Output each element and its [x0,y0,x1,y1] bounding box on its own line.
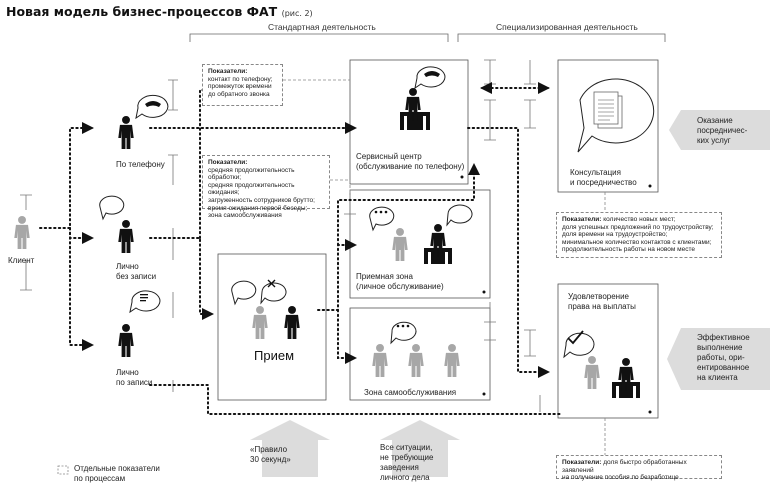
effective-arrow [667,328,770,390]
rule-30-arrow [250,420,330,477]
intake-label: Прием [254,348,295,363]
bracket-standard [189,33,449,42]
indicator-consult: Показатели: количество новых мест; доля … [556,212,722,258]
reception-label: Приемная зона(личное обслуживание) [356,272,444,291]
header-specialized: Специализированная деятельность [496,22,638,32]
phone-label: По телефону [116,160,165,169]
bracket-specialized [457,33,666,42]
intake-box [217,253,327,401]
client-label: Клиент [8,256,35,265]
header-standard: Стандартная деятельность [268,22,376,32]
indicator-center: Показатели: средняя продолжительность об… [202,155,330,219]
legend-square [57,465,69,475]
self-service-label: Зона самообслуживания [364,388,457,397]
service-center-label: Сервисный центр(обслуживание по телефону… [356,152,465,171]
mediation-arrow [669,110,770,150]
indicator-phone: Показатели: контакт по телефону; промежу… [202,64,283,106]
diagram-title: Новая модель бизнес-процессов ФАТ (рис. … [6,4,313,19]
situations-arrow [380,420,460,477]
indicator-payment: Показатели: доля быстро обработанных зая… [556,455,722,481]
